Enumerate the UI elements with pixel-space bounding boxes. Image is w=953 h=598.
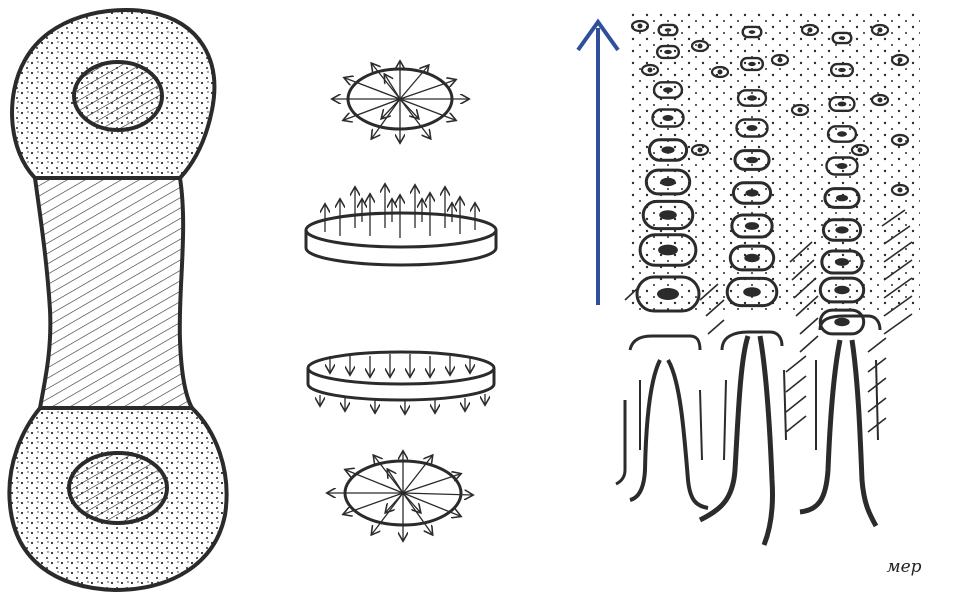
cell-nucleus [747, 125, 758, 131]
cell-nucleus [698, 44, 703, 49]
cell-nucleus [747, 95, 757, 100]
cell-nucleus [698, 148, 703, 153]
cell-nucleus [638, 24, 643, 29]
cell-nucleus [743, 287, 761, 297]
cell-nucleus [661, 146, 674, 153]
cell-nucleus [834, 318, 849, 326]
cell-nucleus [665, 28, 672, 32]
cell-nucleus [657, 288, 679, 300]
disk-radial-bottom [328, 452, 472, 540]
cell-nucleus [898, 138, 903, 143]
disk-sequence [306, 62, 496, 540]
bottom-inner-oval [69, 453, 167, 523]
capillary-loops [616, 316, 880, 545]
cell-nucleus [745, 189, 758, 196]
cell-nucleus [837, 131, 847, 136]
cell-nucleus [839, 36, 846, 40]
top-inner-oval [74, 62, 162, 130]
disk-radial-top [333, 62, 468, 142]
cell-nucleus [778, 58, 783, 63]
disk-downward [308, 352, 494, 413]
cell-nucleus [746, 157, 758, 164]
cell-nucleus [837, 163, 848, 169]
cell-nucleus [660, 178, 675, 186]
cell-nucleus [878, 28, 883, 33]
growth-direction-arrow [578, 22, 618, 305]
cell-nucleus [858, 148, 863, 153]
cell-nucleus [718, 70, 723, 75]
cell-nucleus [663, 115, 674, 121]
cell-nucleus [663, 87, 673, 92]
cell-nucleus [749, 30, 756, 34]
shaft [35, 178, 192, 408]
cell-nucleus [798, 108, 803, 113]
cell-nucleus [836, 195, 848, 202]
chondrocyte-columns [616, 10, 920, 545]
cell-nucleus [838, 102, 847, 107]
cell-nucleus [748, 62, 756, 66]
cell-nucleus [745, 222, 759, 230]
cell-nucleus [808, 28, 813, 33]
disk-upward [306, 185, 496, 265]
cell-nucleus [744, 254, 759, 262]
cell-nucleus [878, 98, 883, 103]
cell-nucleus [658, 245, 678, 256]
bone-shaped-section [9, 10, 226, 590]
cell-nucleus [838, 68, 846, 72]
cell-nucleus [659, 210, 677, 220]
cell-nucleus [664, 50, 672, 54]
cell-nucleus [835, 226, 848, 233]
cell-nucleus [835, 258, 849, 266]
cell-nucleus [834, 286, 849, 294]
cell-nucleus [898, 58, 903, 63]
artist-signature: мер [886, 557, 921, 577]
cell-nucleus [898, 188, 903, 193]
cell-nucleus [648, 68, 653, 73]
